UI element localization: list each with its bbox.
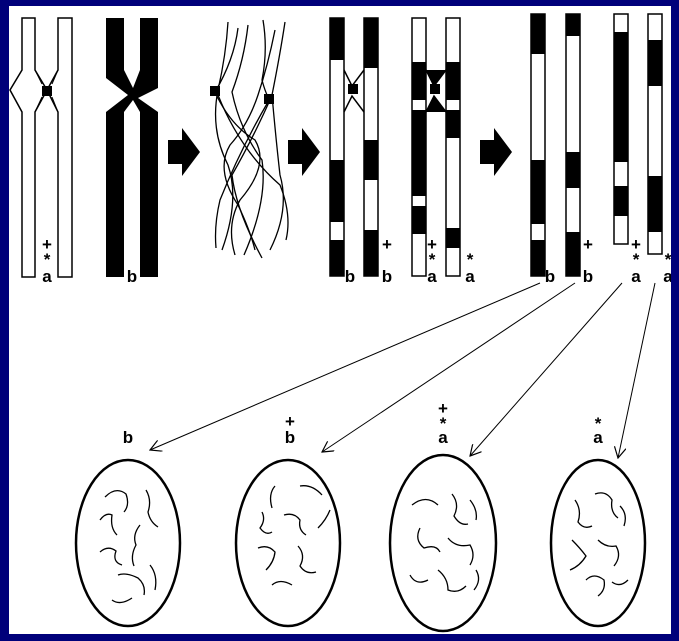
stage-arrow — [480, 128, 512, 176]
marker-label: b — [345, 267, 355, 286]
centromere — [264, 94, 274, 104]
chromatid-3 — [614, 14, 628, 244]
gamete-label: b — [285, 428, 295, 447]
gamete-label: a — [438, 428, 448, 447]
chromatid-4 — [648, 14, 662, 254]
marker-label: b — [382, 267, 392, 286]
marker-label: + — [583, 235, 593, 254]
chromosome-black — [106, 18, 158, 277]
marker-label: a — [663, 267, 671, 286]
marker-label: b — [127, 267, 137, 286]
stage-arrow — [288, 128, 320, 176]
arrow-to-gamete-4 — [618, 283, 655, 458]
marker-label: b — [545, 267, 555, 286]
chromosome-white-sister — [35, 18, 72, 277]
chromatid-1 — [531, 14, 545, 276]
marker-label: b — [583, 267, 593, 286]
gamete-cell-2 — [236, 460, 340, 626]
marker-label: a — [42, 267, 52, 286]
gamete-cell-4 — [551, 460, 645, 626]
centromere — [430, 84, 440, 94]
marker-label: a — [631, 267, 641, 286]
gamete-label: b — [123, 428, 133, 447]
gamete-cell-3 — [390, 455, 496, 631]
centromere — [42, 86, 52, 96]
centromere — [348, 84, 358, 94]
marker-label: + — [382, 235, 392, 254]
chromatid-2 — [566, 14, 580, 276]
stage-arrow — [168, 128, 200, 176]
recombined-chromosome-1 — [330, 18, 378, 276]
marker-label: a — [465, 267, 475, 286]
centromere — [210, 86, 220, 96]
tangled-chromatids — [215, 20, 288, 258]
arrow-to-gamete-2 — [322, 283, 575, 452]
meiosis-crossover-diagram: + * a b b + b — [9, 6, 671, 634]
distribution-arrows — [150, 283, 655, 458]
arrow-to-gamete-1 — [150, 283, 540, 450]
gamete-cell-1 — [76, 460, 180, 626]
marker-label: a — [427, 267, 437, 286]
diagram-panel: + * a b b + b — [9, 6, 671, 634]
gamete-label: a — [593, 428, 603, 447]
